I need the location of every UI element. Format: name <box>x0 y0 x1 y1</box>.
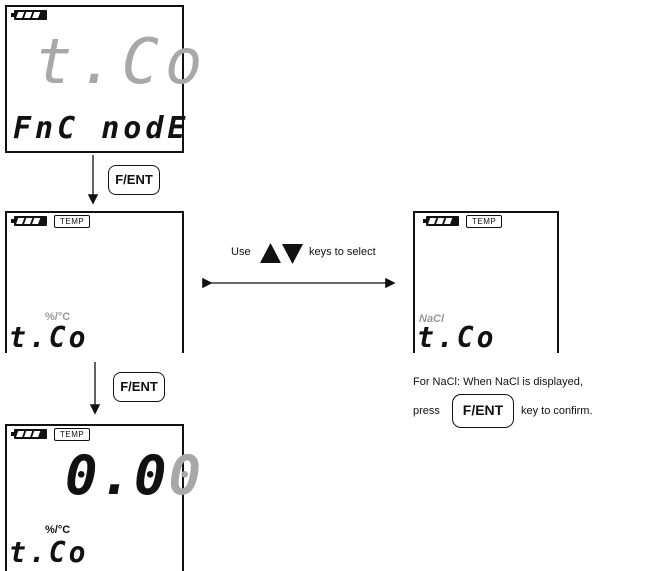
fent-key-1[interactable]: F/ENT <box>108 165 160 195</box>
triangle-down-icon <box>282 244 303 264</box>
keys-to-select-label: keys to select <box>309 246 376 258</box>
lcd-screen-nacl: TEMP NaCl t.Co <box>413 211 559 354</box>
value-readout: 0.00 <box>65 444 203 507</box>
unit-label: %/°C <box>45 524 71 536</box>
temp-badge: TEMP <box>54 428 91 441</box>
battery-icon <box>11 429 47 439</box>
lcd-screen-tco: TEMP %/°C t.Co <box>5 211 184 354</box>
unit-label: %/°C <box>45 311 71 323</box>
use-label: Use <box>231 246 251 258</box>
value-digit-blinking: 0 <box>168 444 204 507</box>
lcd-sub-text: FnC nodE <box>13 111 190 146</box>
lcd-code-text: t.Co <box>9 536 89 569</box>
temp-badge: TEMP <box>54 215 91 228</box>
battery-icon <box>423 216 459 226</box>
nacl-note-line2: key to confirm. <box>521 405 593 417</box>
lcd-code-text: t.Co <box>417 321 497 354</box>
fent-key-2[interactable]: F/ENT <box>113 372 165 402</box>
fent-key-nacl[interactable]: F/ENT <box>452 394 514 428</box>
lcd-code-text: t.Co <box>9 321 89 354</box>
value-digits-solid: 0.0 <box>65 444 169 507</box>
lcd-screen-value: TEMP 0.00 %/°C t.Co <box>5 424 201 571</box>
temp-badge: TEMP <box>466 215 503 228</box>
lcd-screen-function-mode: t.Co FnC nodE <box>5 5 202 153</box>
battery-icon <box>11 216 47 226</box>
nacl-note-line1: For NaCl: When NaCl is displayed, <box>413 376 583 388</box>
nacl-note-press: press <box>413 405 440 417</box>
triangle-up-icon <box>260 243 281 263</box>
battery-icon <box>11 10 47 20</box>
lcd-main-text: t.Co <box>35 25 209 98</box>
nacl-label: NaCl <box>419 313 445 325</box>
